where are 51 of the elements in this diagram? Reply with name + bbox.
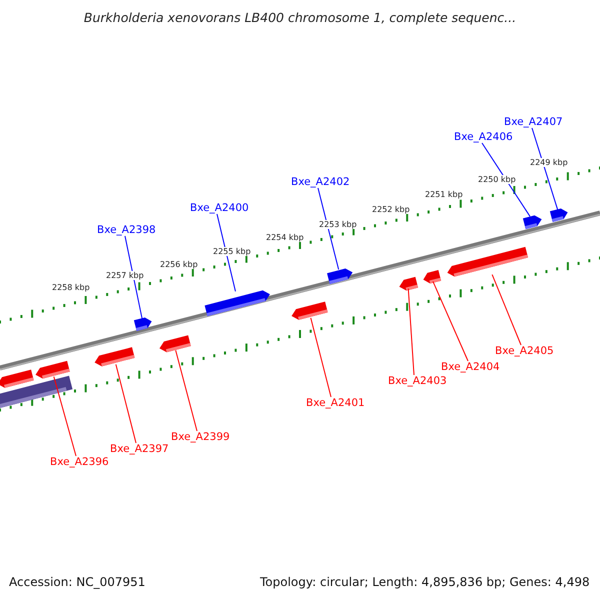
gene-feature	[421, 270, 441, 284]
scale-label: 2251 kbp	[425, 190, 463, 199]
gene-feature	[34, 360, 70, 380]
scale-label: 2254 kbp	[266, 233, 304, 242]
gene-label: Bxe_A2402	[291, 176, 350, 188]
leader-line	[175, 350, 198, 432]
scale-label: 2255 kbp	[213, 247, 251, 256]
leader-line	[482, 142, 530, 217]
feature-bar	[0, 376, 73, 408]
leader-line	[115, 364, 136, 444]
leader-line	[53, 376, 76, 456]
info-text: Topology: circular; Length: 4,895,836 bp; Genes: 4,498	[260, 575, 590, 589]
gene-label: Bxe_A2401	[306, 397, 365, 409]
gene-label: Bxe_A2398	[97, 224, 156, 236]
scale-label: 2252 kbp	[372, 205, 410, 214]
leader-line	[310, 317, 332, 398]
gene-feature	[290, 301, 328, 321]
gene-label: Bxe_A2407	[504, 116, 563, 128]
scale-label: 2256 kbp	[160, 260, 198, 269]
leader-line	[408, 288, 414, 376]
gene-label: Bxe_A2403	[388, 375, 447, 387]
scale-label: 2258 kbp	[52, 283, 90, 292]
gene-feature	[398, 276, 418, 292]
gene-feature	[133, 316, 153, 330]
scale-label: 2257 kbp	[106, 271, 144, 280]
gene-feature	[326, 266, 354, 284]
scale-label: 2253 kbp	[319, 220, 357, 229]
gene-label: Bxe_A2405	[495, 345, 554, 357]
gene-label: Bxe_A2404	[441, 361, 500, 373]
scale-label: 2250 kbp	[478, 175, 516, 184]
scale-label: 2249 kbp	[530, 158, 568, 167]
gene-feature	[93, 346, 135, 368]
leader-line	[318, 188, 340, 270]
gene-label: Bxe_A2397	[110, 443, 169, 455]
leader-line	[432, 280, 468, 362]
gene-feature	[0, 369, 34, 389]
gene-feature	[549, 206, 569, 222]
title: Burkholderia xenovorans LB400 chromosome 1, complete sequenc...	[82, 10, 518, 25]
leader-line	[124, 236, 143, 320]
gene-label: Bxe_A2399	[171, 431, 230, 443]
gene-feature	[158, 334, 190, 354]
gene-label: Bxe_A2406	[454, 131, 513, 143]
gene-feature	[446, 246, 528, 278]
gene-feature	[204, 288, 272, 316]
leader-line	[216, 214, 236, 292]
gene-feature	[522, 213, 544, 229]
gene-label: Bxe_A2396	[50, 456, 109, 468]
leader-line	[492, 274, 522, 346]
leader-line	[532, 128, 558, 210]
gene-label: Bxe_A2400	[190, 202, 249, 214]
info-text: Accession: NC_007951	[9, 575, 146, 589]
